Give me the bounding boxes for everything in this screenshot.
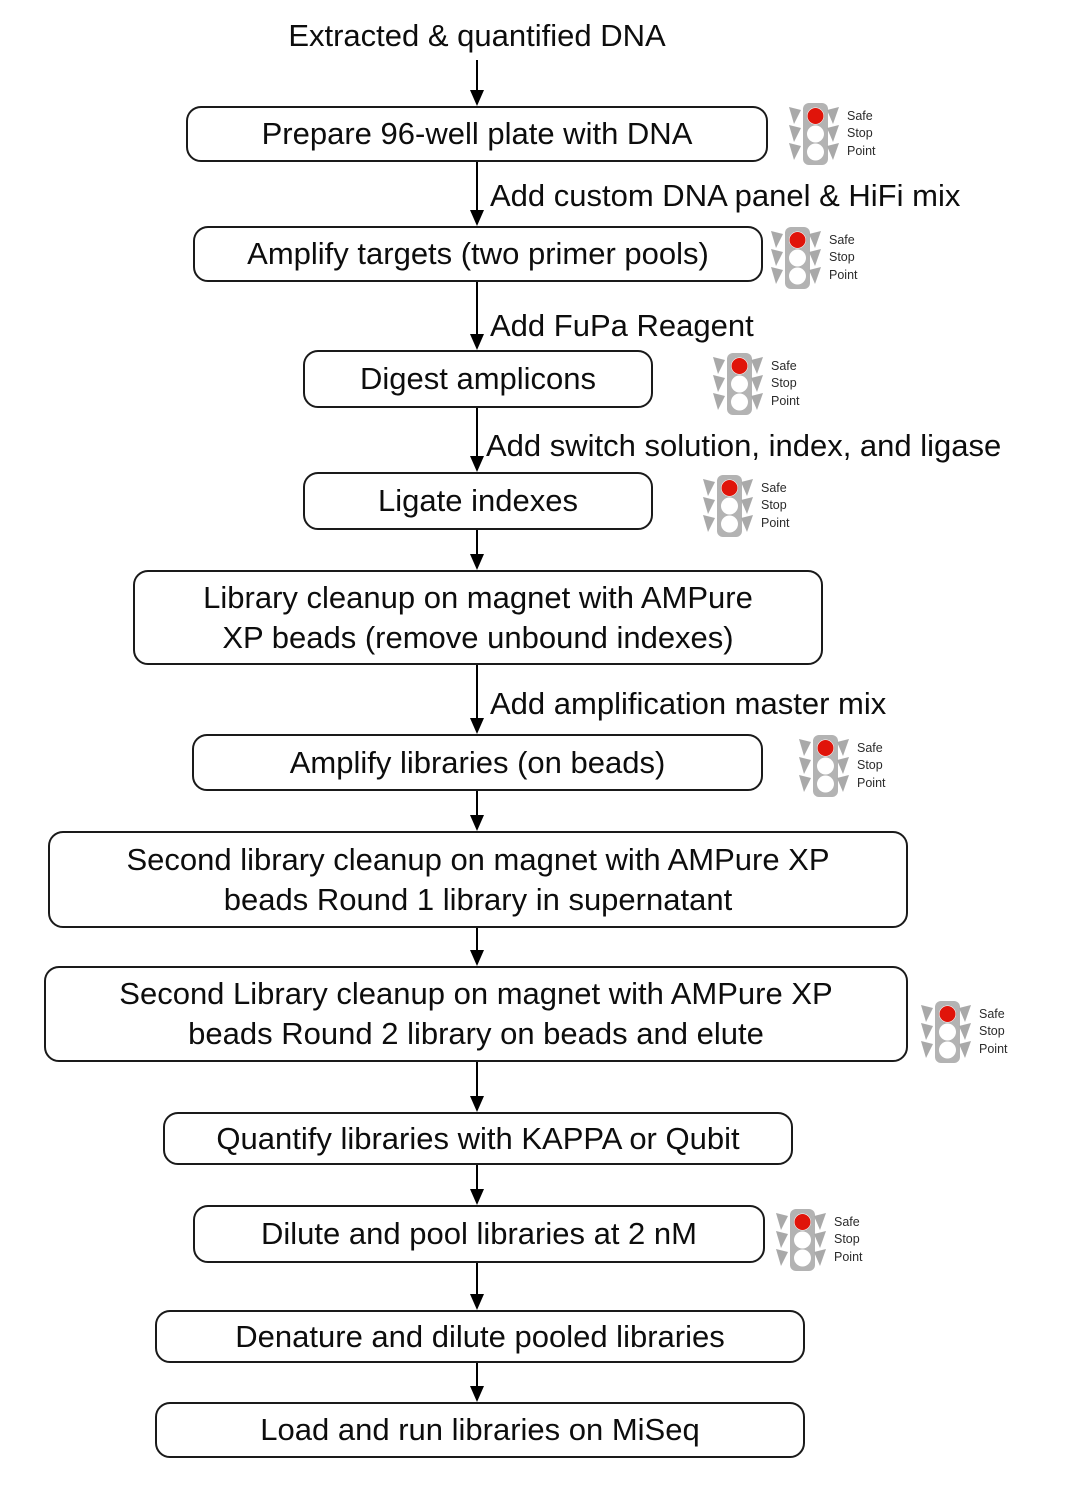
- safe-stop-label-line: Point: [761, 515, 790, 530]
- edge-label-add-panel: Add custom DNA panel & HiFi mix: [490, 178, 961, 213]
- flow-arrow: [476, 1062, 478, 1096]
- safe-stop-label-line: Safe: [847, 108, 873, 123]
- flow-arrow: [476, 791, 478, 815]
- flow-step-second-cleanup-round1: Second library cleanup on magnet with AM…: [48, 831, 908, 928]
- safe-stop-label-line: Safe: [979, 1006, 1005, 1021]
- flow-step-load-run-miseq: Load and run libraries on MiSeq: [155, 1402, 805, 1458]
- safe-stop-label-line: Point: [834, 1249, 863, 1264]
- safe-stop-point-badge: Safe Stop Point: [770, 226, 858, 290]
- flow-step-denature-dilute: Denature and dilute pooled libraries: [155, 1310, 805, 1363]
- flow-arrow: [476, 1165, 478, 1189]
- flow-start-label: Extracted & quantified DNA: [288, 18, 666, 53]
- flow-arrow: [476, 1263, 478, 1294]
- flow-arrow: [476, 928, 478, 950]
- safe-stop-label-line: Stop: [857, 758, 883, 773]
- flow-step-ligate-indexes: Ligate indexes: [303, 472, 653, 530]
- flow-step-label: Library cleanup on magnet with AMPure XP…: [203, 579, 753, 655]
- flow-step-label: Second Library cleanup on magnet with AM…: [119, 976, 833, 1051]
- safe-stop-label-line: Stop: [829, 250, 855, 265]
- traffic-light-icon: [712, 352, 764, 416]
- safe-stop-label-line: Safe: [771, 358, 797, 373]
- flow-step-label: Amplify targets (two primer pools): [247, 236, 709, 272]
- edge-label-add-switch: Add switch solution, index, and ligase: [486, 428, 1002, 463]
- safe-stop-label-line: Safe: [834, 1214, 860, 1229]
- safe-stop-label-line: Safe: [829, 232, 855, 247]
- traffic-light-icon: [770, 226, 822, 290]
- edge-label-add-master-mix: Add amplification master mix: [490, 686, 887, 721]
- safe-stop-label-line: Point: [857, 775, 886, 790]
- traffic-light-icon: [920, 1000, 972, 1064]
- flow-step-label: Second library cleanup on magnet with AM…: [126, 841, 830, 917]
- safe-stop-point-text: Safe Stop Point: [761, 480, 790, 533]
- flow-step-label: Digest amplicons: [359, 361, 597, 397]
- flow-step-amplify-libraries: Amplify libraries (on beads): [192, 734, 763, 791]
- safe-stop-label-line: Point: [829, 267, 858, 282]
- flow-arrow: [476, 665, 478, 718]
- flow-step-quantify-libraries: Quantify libraries with KAPPA or Qubit: [163, 1112, 793, 1165]
- flow-step-library-cleanup: Library cleanup on magnet with AMPure XP…: [133, 570, 823, 665]
- safe-stop-label-line: Safe: [761, 480, 787, 495]
- safe-stop-point-text: Safe Stop Point: [847, 108, 876, 161]
- flow-arrow: [476, 162, 478, 210]
- safe-stop-point-badge: Safe Stop Point: [702, 474, 790, 538]
- flow-step-second-cleanup-round2: Second Library cleanup on magnet with AM…: [44, 966, 908, 1062]
- flow-step-dilute-pool: Dilute and pool libraries at 2 nM: [193, 1205, 765, 1263]
- safe-stop-label-line: Stop: [979, 1024, 1005, 1039]
- flow-step-amplify-targets: Amplify targets (two primer pools): [193, 226, 763, 282]
- flow-arrow: [476, 60, 478, 90]
- safe-stop-label-line: Stop: [847, 126, 873, 141]
- traffic-light-icon: [788, 102, 840, 166]
- safe-stop-label-line: Stop: [834, 1232, 860, 1247]
- flow-step-label: Quantify libraries with KAPPA or Qubit: [216, 1120, 740, 1156]
- safe-stop-point-text: Safe Stop Point: [834, 1214, 863, 1267]
- flow-step-label: Ligate indexes: [378, 483, 578, 519]
- traffic-light-icon: [702, 474, 754, 538]
- flow-step-label: Prepare 96-well plate with DNA: [261, 116, 693, 152]
- edge-label-add-fupa: Add FuPa Reagent: [490, 308, 754, 343]
- safe-stop-point-badge: Safe Stop Point: [788, 102, 876, 166]
- safe-stop-label-line: Stop: [761, 498, 787, 513]
- flow-arrow: [476, 282, 478, 334]
- safe-stop-point-badge: Safe Stop Point: [798, 734, 886, 798]
- flow-step-label: Denature and dilute pooled libraries: [235, 1318, 725, 1354]
- safe-stop-point-badge: Safe Stop Point: [920, 1000, 1008, 1064]
- safe-stop-point-text: Safe Stop Point: [857, 740, 886, 793]
- safe-stop-point-text: Safe Stop Point: [829, 232, 858, 285]
- safe-stop-point-text: Safe Stop Point: [979, 1006, 1008, 1059]
- flow-arrow: [476, 408, 478, 456]
- flow-step-label: Load and run libraries on MiSeq: [260, 1412, 700, 1448]
- flow-arrow: [476, 530, 478, 554]
- safe-stop-label-line: Point: [771, 393, 800, 408]
- flow-step-label: Dilute and pool libraries at 2 nM: [261, 1216, 697, 1252]
- safe-stop-point-text: Safe Stop Point: [771, 358, 800, 411]
- safe-stop-label-line: Safe: [857, 740, 883, 755]
- traffic-light-icon: [775, 1208, 827, 1272]
- safe-stop-label-line: Point: [979, 1041, 1008, 1056]
- traffic-light-icon: [798, 734, 850, 798]
- flow-step-prepare-plate: Prepare 96-well plate with DNA: [186, 106, 768, 162]
- safe-stop-label-line: Stop: [771, 376, 797, 391]
- flow-step-digest-amplicons: Digest amplicons: [303, 350, 653, 408]
- safe-stop-label-line: Point: [847, 143, 876, 158]
- flow-arrow: [476, 1363, 478, 1386]
- safe-stop-point-badge: Safe Stop Point: [775, 1208, 863, 1272]
- flow-step-label: Amplify libraries (on beads): [289, 744, 666, 780]
- safe-stop-point-badge: Safe Stop Point: [712, 352, 800, 416]
